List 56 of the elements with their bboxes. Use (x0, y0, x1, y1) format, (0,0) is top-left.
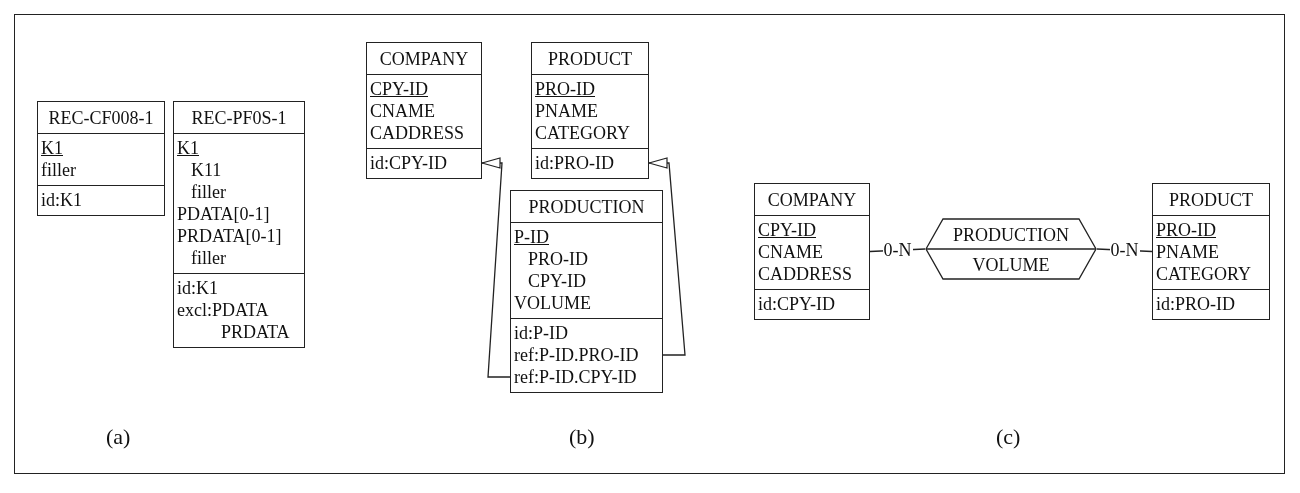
field-name: CADDRESS (758, 263, 853, 285)
field-name: filler (41, 159, 76, 181)
field-name: CNAME (758, 241, 823, 263)
reference-arrow (481, 157, 511, 378)
panel-label: (c) (996, 424, 1021, 450)
field-name: PRO-ID (528, 248, 588, 270)
entity-table (754, 183, 870, 320)
field-name: CATEGORY (1156, 263, 1251, 285)
field-name: K1 (41, 137, 63, 159)
table-name: PRODUCTION (528, 196, 645, 218)
field-name: VOLUME (514, 292, 591, 314)
constraint-text: id:CPY-ID (370, 152, 447, 174)
table-name: REC-PF0S-1 (191, 107, 287, 129)
field-name: K1 (177, 137, 199, 159)
panel-label: (a) (106, 424, 131, 450)
constraint-text: id:PRO-ID (535, 152, 614, 174)
field-name: CATEGORY (535, 122, 630, 144)
constraint-text: id:K1 (41, 189, 82, 211)
panel-label: (b) (569, 424, 595, 450)
table-name: PRODUCT (1169, 189, 1253, 211)
entity-table (531, 42, 649, 179)
reference-arrow (648, 157, 686, 356)
field-name: PNAME (1156, 241, 1219, 263)
constraint-text: ref:P-ID.PRO-ID (514, 344, 639, 366)
entity-table (510, 190, 663, 393)
field-name: PRO-ID (535, 78, 595, 100)
field-name: filler (191, 181, 226, 203)
entity-table (173, 101, 305, 348)
field-name: PRDATA[0-1] (177, 225, 282, 247)
constraint-text: id:K1 (177, 277, 218, 299)
entity-table (37, 101, 165, 216)
table-name: PRODUCT (548, 48, 632, 70)
table-name: REC-CF008-1 (48, 107, 154, 129)
field-name: P-ID (514, 226, 549, 248)
constraint-text: ref:P-ID.CPY-ID (514, 366, 637, 388)
field-name: K11 (191, 159, 222, 181)
table-name: COMPANY (379, 48, 469, 70)
entity-table (366, 42, 482, 179)
constraint-text: id:CPY-ID (758, 293, 835, 315)
table-name: COMPANY (767, 189, 857, 211)
field-name: CADDRESS (370, 122, 465, 144)
field-name: CPY-ID (528, 270, 586, 292)
field-name: filler (191, 247, 226, 269)
relationship-name: PRODUCTION (952, 224, 1070, 246)
field-name: PRO-ID (1156, 219, 1216, 241)
field-name: PDATA[0-1] (177, 203, 270, 225)
constraint-text: id:PRO-ID (1156, 293, 1235, 315)
field-name: CPY-ID (370, 78, 428, 100)
entity-table (1152, 183, 1270, 320)
field-name: CNAME (370, 100, 435, 122)
relationship-hexagon (925, 218, 1097, 280)
constraint-text: excl:PDATA PRDATA (177, 299, 291, 343)
attribute-name: VOLUME (971, 254, 1051, 276)
constraint-text: id:P-ID (514, 322, 568, 344)
field-name: CPY-ID (758, 219, 816, 241)
field-name: PNAME (535, 100, 598, 122)
